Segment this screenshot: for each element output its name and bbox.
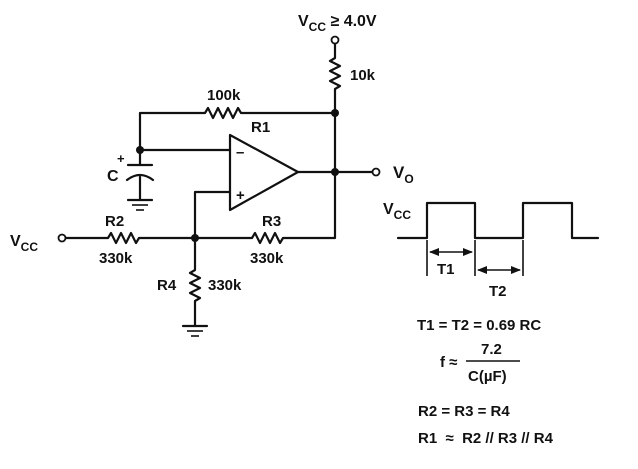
t2-label: T2: [489, 283, 507, 300]
r3-name: R3: [262, 213, 281, 230]
resistor-r4: R4 330k: [157, 236, 242, 328]
r3-value: 330k: [250, 250, 284, 267]
capacitor-polarity: +: [117, 151, 125, 166]
ground-capacitor-icon: [126, 198, 154, 211]
eq-frequency: f ≈ 7.2 C(µF): [440, 341, 520, 385]
junction-feedback: [331, 109, 339, 117]
r2-value: 330k: [99, 250, 133, 267]
vcc-left-node: [57, 233, 67, 243]
resistor-r2: R2 330k: [64, 213, 197, 267]
vout-label: VO: [393, 163, 414, 186]
capacitor-label: C: [107, 168, 119, 185]
waveform-vcc-label: VCC: [383, 201, 411, 222]
square-wave: VCC: [383, 201, 600, 240]
t2-dimension: T2: [477, 240, 524, 300]
vcc-left-label: VCC: [10, 233, 38, 254]
ground-r4-icon: [181, 324, 209, 337]
eq-freq-lhs: f ≈: [440, 354, 457, 371]
eq-timing: T1 = T2 = 0.69 RC: [417, 317, 541, 334]
resistor-10k-label: 10k: [350, 67, 376, 84]
op-amp: R1 – +: [228, 119, 300, 212]
capacitor: C +: [107, 148, 155, 202]
resistor-100k: 100k: [138, 87, 337, 152]
eq-equal-resistors: R2 = R3 = R4: [418, 403, 510, 420]
vcc-top-node: [330, 35, 340, 45]
vout-terminal: VO: [371, 163, 414, 186]
eq-freq-numerator: 7.2: [481, 341, 502, 358]
r4-value: 330k: [208, 277, 242, 294]
t1-dimension: T1: [426, 240, 476, 278]
vcc-left-terminal: VCC: [10, 233, 67, 254]
op-amp-plus-sign: +: [236, 187, 245, 204]
resistor-r3: R3 330k: [193, 170, 337, 267]
op-amp-name: R1: [251, 119, 270, 136]
op-amp-minus-sign: –: [236, 144, 244, 161]
eq-r1-parallel: R1 ≈ R2 // R3 // R4: [418, 430, 554, 447]
resistor-100k-label: 100k: [207, 87, 241, 104]
vcc-top-terminal: VCC ≥ 4.0V: [298, 13, 377, 45]
r4-name: R4: [157, 277, 177, 294]
resistor-10k: 10k: [328, 42, 376, 172]
eq-freq-denominator: C(µF): [468, 368, 507, 385]
noninverting-input-wire: [193, 190, 232, 240]
t1-label: T1: [437, 261, 455, 278]
vout-node: [371, 167, 381, 177]
vcc-top-label: VCC ≥ 4.0V: [298, 13, 377, 34]
r2-name: R2: [105, 213, 124, 230]
